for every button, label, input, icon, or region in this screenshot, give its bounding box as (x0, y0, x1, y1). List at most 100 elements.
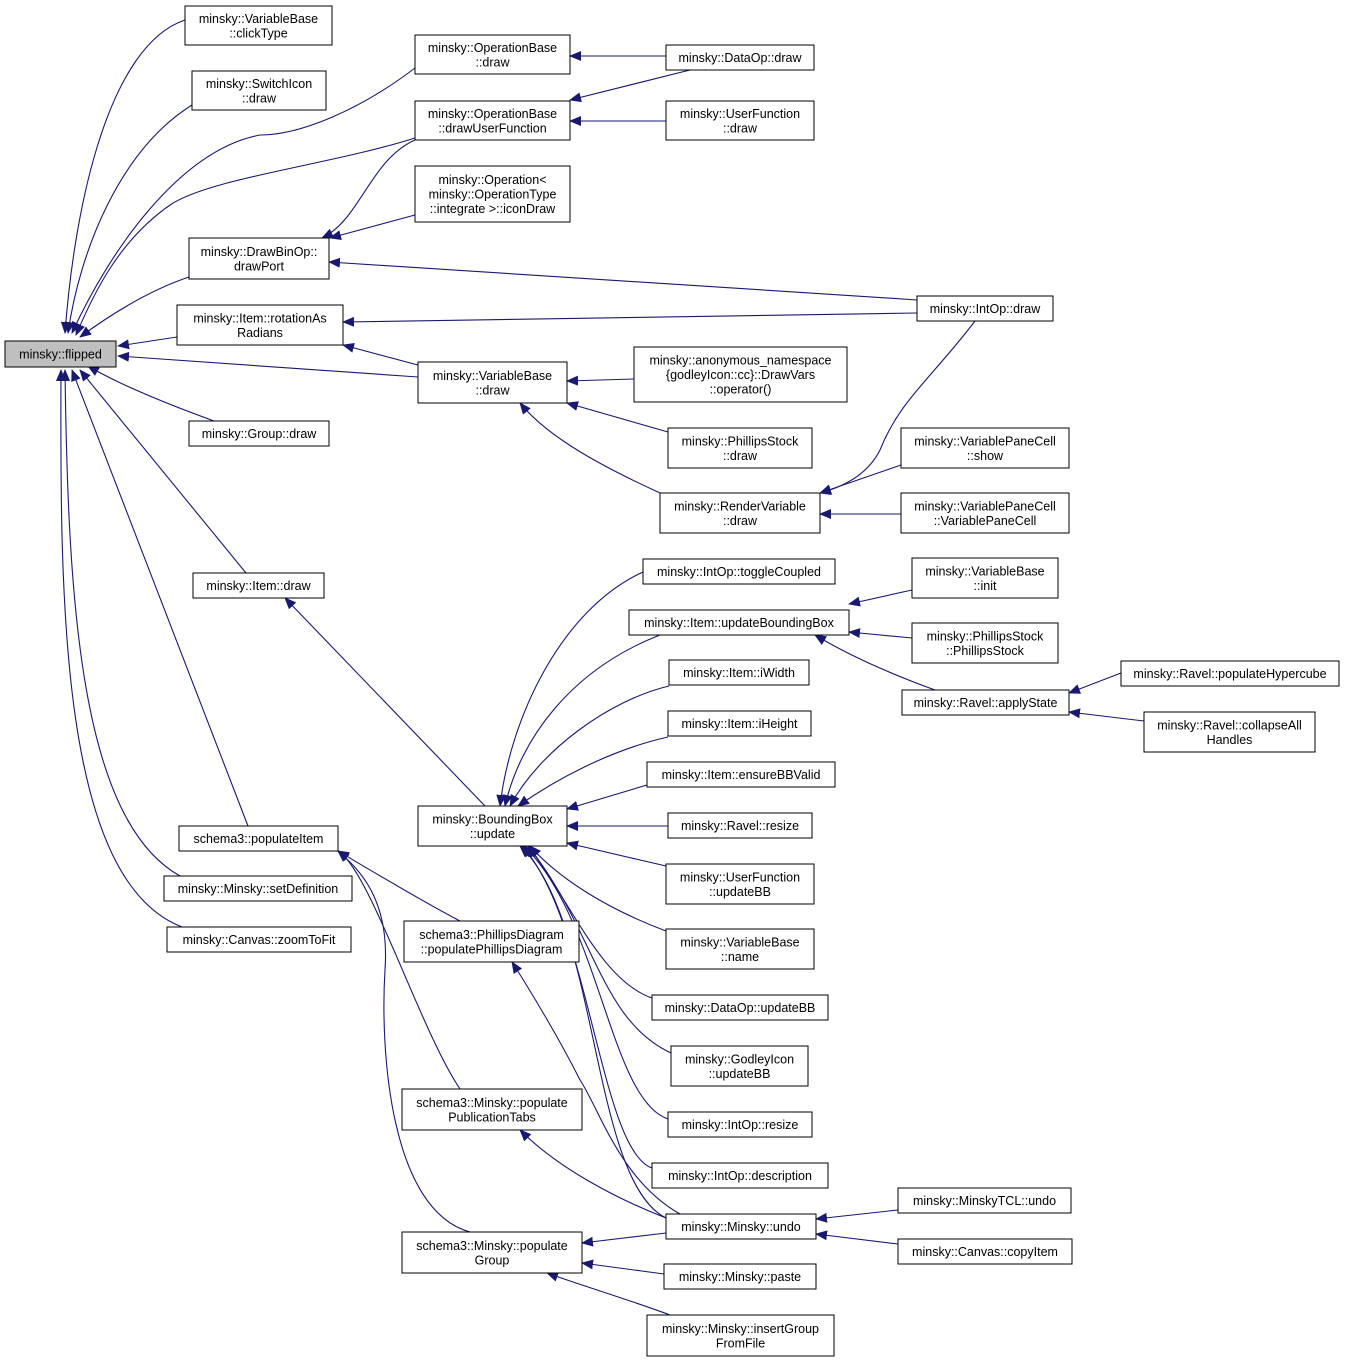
node-box (665, 863, 815, 905)
node-vbInit[interactable]: minsky::VariableBase::init (911, 557, 1059, 599)
node-ufUpdateBB[interactable]: minsky::UserFunction::updateBB (665, 863, 815, 905)
node-label: minsky::IntOp::description (668, 1169, 812, 1183)
node-box (667, 710, 812, 737)
node-label: ::name (721, 950, 759, 964)
node-box (178, 825, 339, 852)
node-label: ::show (967, 449, 1004, 463)
edge-opDraw-to-flipped (71, 67, 416, 334)
node-drawVars[interactable]: minsky::anonymous_namespace{godleyIcon::… (633, 346, 848, 403)
node-box (401, 1231, 583, 1274)
node-tclUndo[interactable]: minsky::MinskyTCL::undo (897, 1187, 1072, 1214)
edge-ensureBBValid-to-bbUpdate (566, 784, 648, 811)
node-label: minsky::Minsky::undo (681, 1220, 801, 1234)
edge-minskyPaste-to-populateGroup (581, 1259, 665, 1275)
node-label: minsky::UserFunction (680, 870, 800, 884)
edge-groupDraw-to-flipped (87, 365, 215, 422)
node-psCtor[interactable]: minsky::PhillipsStock::PhillipsStock (911, 622, 1059, 664)
node-phillipsDiagram[interactable]: schema3::PhillipsDiagram::populatePhilli… (403, 920, 580, 963)
node-updateBoundingBox[interactable]: minsky::Item::updateBoundingBox (628, 609, 850, 636)
node-intOpResize[interactable]: minsky::IntOp::resize (667, 1111, 813, 1138)
edge-intOpDraw-to-rotationAsRadians (342, 312, 918, 327)
node-label: minsky::MinskyTCL::undo (913, 1194, 1056, 1208)
node-vb_clickType[interactable]: minsky::VariableBase::clickType (184, 5, 333, 46)
node-label: ::drawUserFunction (438, 121, 546, 135)
node-box (667, 812, 813, 839)
node-phillipsStockDraw[interactable]: minsky::PhillipsStock::draw (667, 427, 813, 469)
node-iWidth[interactable]: minsky::Item::iWidth (668, 659, 810, 686)
node-box (663, 1263, 817, 1290)
node-minskyUndo[interactable]: minsky::Minsky::undo (665, 1213, 817, 1240)
edge-drawUserFunction-to-flipped (75, 137, 416, 336)
node-userFuncDraw[interactable]: minsky::UserFunction::draw (665, 100, 815, 141)
node-label: minsky::Item::ensureBBValid (662, 768, 821, 782)
node-label: schema3::Minsky::populate (416, 1096, 568, 1110)
node-label: ::draw (723, 449, 758, 463)
node-dataOpUpdateBB[interactable]: minsky::DataOp::updateBB (651, 994, 829, 1021)
node-intOpDraw[interactable]: minsky::IntOp::draw (916, 295, 1054, 322)
node-label: minsky::Minsky::insertGroup (662, 1322, 819, 1336)
node-flipped[interactable]: minsky::flipped (4, 340, 117, 368)
edge-intOpDraw-to-drawBinOp (328, 257, 918, 301)
node-ravelResize[interactable]: minsky::Ravel::resize (667, 812, 813, 839)
node-groupDraw[interactable]: minsky::Group::draw (188, 420, 330, 447)
node-label: minsky::IntOp::draw (930, 302, 1041, 316)
node-box (667, 1111, 813, 1138)
node-vbName[interactable]: minsky::VariableBase::name (665, 928, 815, 970)
node-populateHypercube[interactable]: minsky::Ravel::populateHypercube (1120, 660, 1340, 687)
node-godleyUpdateBB[interactable]: minsky::GodleyIcon::updateBB (670, 1045, 809, 1087)
node-bbUpdate[interactable]: minsky::BoundingBox::update (417, 805, 568, 847)
node-iHeight[interactable]: minsky::Item::iHeight (667, 710, 812, 737)
node-vbDraw[interactable]: minsky::VariableBase::draw (417, 361, 568, 404)
node-box (414, 100, 571, 141)
node-box (166, 926, 352, 953)
node-box (646, 761, 836, 788)
edge-collapseAll-to-applyState (1068, 708, 1145, 722)
node-box (176, 304, 344, 346)
node-itemDraw[interactable]: minsky::Item::draw (192, 572, 325, 599)
edge-opIntegrate-to-drawBinOp (329, 214, 416, 240)
node-label: minsky::DrawBinOp:: (201, 245, 318, 259)
node-populateItem[interactable]: schema3::populateItem (178, 825, 339, 852)
nodes-layer: minsky::flipped minsky::VariableBase::cli… (4, 5, 1340, 1357)
node-toggleCoupled[interactable]: minsky::IntOp::toggleCoupled (642, 558, 836, 585)
node-intOpDescription[interactable]: minsky::IntOp::description (651, 1162, 829, 1189)
node-renderVariable[interactable]: minsky::RenderVariable::draw (659, 492, 821, 534)
node-opDraw[interactable]: minsky::OperationBase::draw (414, 34, 571, 75)
node-label: minsky::Ravel::resize (681, 819, 799, 833)
node-vpcShow[interactable]: minsky::VariablePaneCell::show (900, 427, 1070, 469)
node-label: minsky::UserFunction (680, 107, 800, 121)
edge-drawBinOp-to-flipped (79, 276, 190, 338)
node-label: minsky::Operation< (438, 173, 546, 187)
node-ensureBBValid[interactable]: minsky::Item::ensureBBValid (646, 761, 836, 788)
edge-itemDraw-to-flipped (79, 369, 247, 574)
node-switchIcon[interactable]: minsky::SwitchIcon::draw (191, 70, 327, 111)
edge-phillipsStockDraw-to-vbDraw (566, 401, 669, 433)
node-drawUserFunction[interactable]: minsky::OperationBase::drawUserFunction (414, 100, 571, 141)
node-label: minsky::Item::draw (206, 579, 311, 593)
node-label: minsky::Canvas::zoomToFit (183, 933, 336, 947)
node-applyState[interactable]: minsky::Ravel::applyState (901, 689, 1070, 716)
node-setDefinition[interactable]: minsky::Minsky::setDefinition (163, 875, 353, 902)
node-drawBinOp[interactable]: minsky::DrawBinOp::drawPort (188, 237, 330, 280)
edge-godleyUpdateBB-to-bbUpdate (527, 845, 672, 1054)
node-opIntegrate[interactable]: minsky::Operation<minsky::OperationType:… (414, 165, 571, 223)
node-vpcCtor[interactable]: minsky::VariablePaneCell::VariablePaneCe… (900, 492, 1070, 534)
node-label: FromFile (716, 1336, 765, 1350)
node-copyItem[interactable]: minsky::Canvas::copyItem (897, 1238, 1073, 1265)
edge-minskyUndo-to-pubTabs (519, 1129, 667, 1219)
node-box (897, 1238, 1073, 1265)
node-box (665, 1213, 817, 1240)
node-dataOpDraw[interactable]: minsky::DataOp::draw (665, 44, 815, 71)
node-label: minsky::Item::updateBoundingBox (644, 616, 834, 630)
node-box (901, 689, 1070, 716)
edge-vbDraw-to-rotationAsRadians (342, 343, 419, 366)
node-zoomToFit[interactable]: minsky::Canvas::zoomToFit (166, 926, 352, 953)
node-minskyPaste[interactable]: minsky::Minsky::paste (663, 1263, 817, 1290)
node-label: minsky::OperationBase (428, 41, 557, 55)
